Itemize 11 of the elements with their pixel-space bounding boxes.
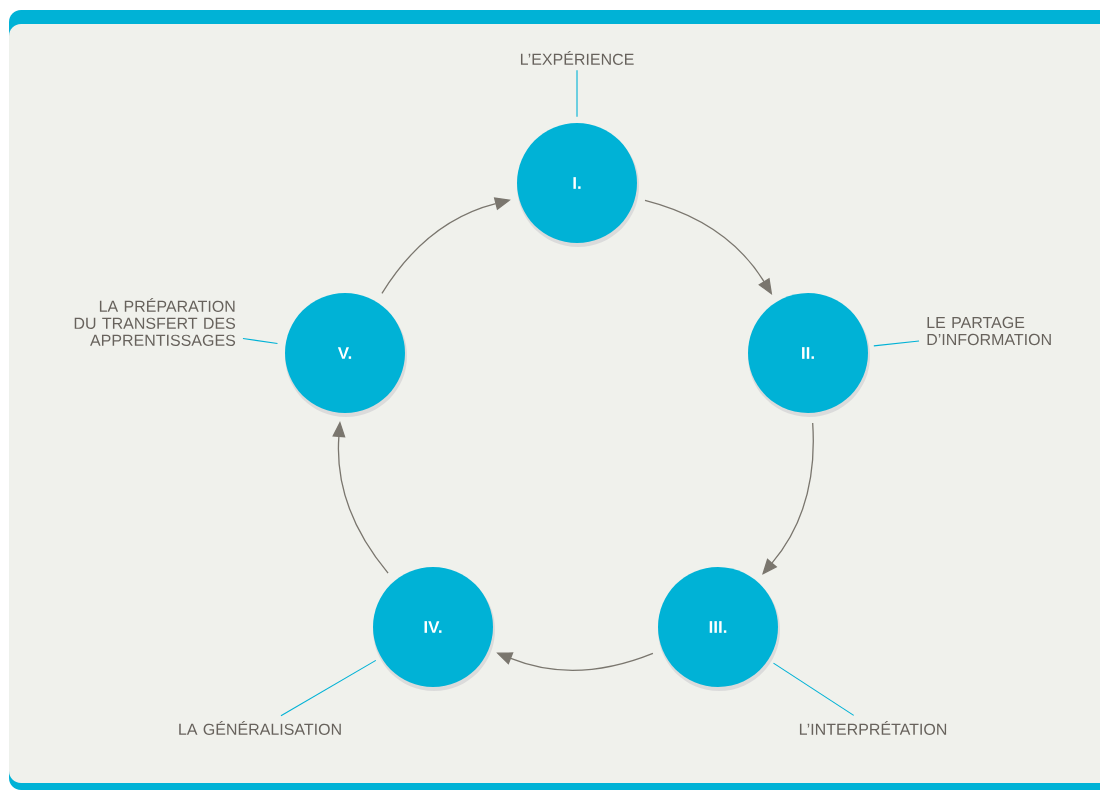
leader-line: [280, 659, 377, 717]
stage-label: LA PRÉPARATION DU TRANSFERT DES APPRENTISSAGES: [74, 297, 236, 346]
stage-label: L’INTERPRÉTATION: [799, 720, 947, 735]
leader-line: [873, 340, 920, 347]
leader-line: [576, 69, 578, 118]
leader-line: [242, 337, 279, 344]
leader-line: [772, 662, 855, 716]
cycle-arrow: [762, 422, 814, 575]
stage-label: L’EXPÉRIENCE: [520, 50, 634, 65]
stage-label: LE PARTAGE D’INFORMATION: [927, 316, 1051, 346]
stage-label: LA GÉNÉRALISATION: [179, 720, 341, 735]
